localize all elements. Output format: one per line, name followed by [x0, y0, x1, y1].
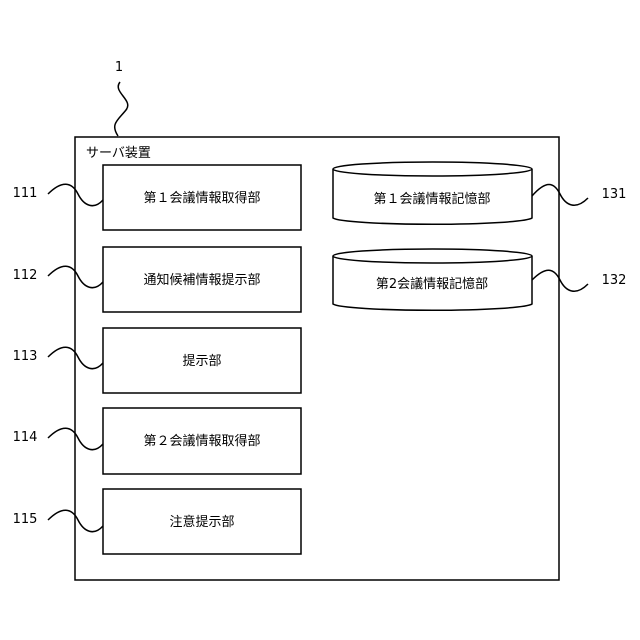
server-ref-number: 1 [115, 60, 123, 75]
unit-111: 第１会議情報取得部 111 [13, 165, 301, 230]
storage-132: 第2会議情報記憶部 132 [333, 249, 626, 310]
storage-ref-number: 132 [602, 273, 627, 288]
storage-cylinder-top [333, 162, 532, 176]
unit-label: 提示部 [182, 353, 221, 369]
unit-label: 通知候補情報提示部 [143, 272, 260, 288]
storage-label: 第１会議情報記憶部 [373, 191, 490, 207]
unit-ref-number: 114 [13, 430, 38, 445]
unit-label: 注意提示部 [169, 514, 234, 530]
unit-114: 第２会議情報取得部 114 [13, 408, 301, 474]
unit-ref-number: 111 [13, 186, 38, 201]
unit-ref-number: 112 [13, 268, 38, 283]
storage-cylinder-top [333, 249, 532, 263]
storage-131: 第１会議情報記憶部 131 [333, 162, 626, 224]
unit-ref-number: 113 [13, 349, 38, 364]
unit-115: 注意提示部 115 [13, 489, 301, 554]
unit-ref-number: 115 [13, 512, 38, 527]
storage-label: 第2会議情報記憶部 [376, 276, 488, 292]
storage-ref-number: 131 [602, 187, 627, 202]
server-ref-leader [115, 82, 128, 136]
unit-112: 通知候補情報提示部 112 [13, 247, 301, 312]
server-device-title: サーバ装置 [86, 146, 151, 161]
unit-label: 第１会議情報取得部 [143, 190, 260, 206]
unit-label: 第２会議情報取得部 [143, 433, 260, 449]
unit-113: 提示部 113 [13, 328, 301, 393]
